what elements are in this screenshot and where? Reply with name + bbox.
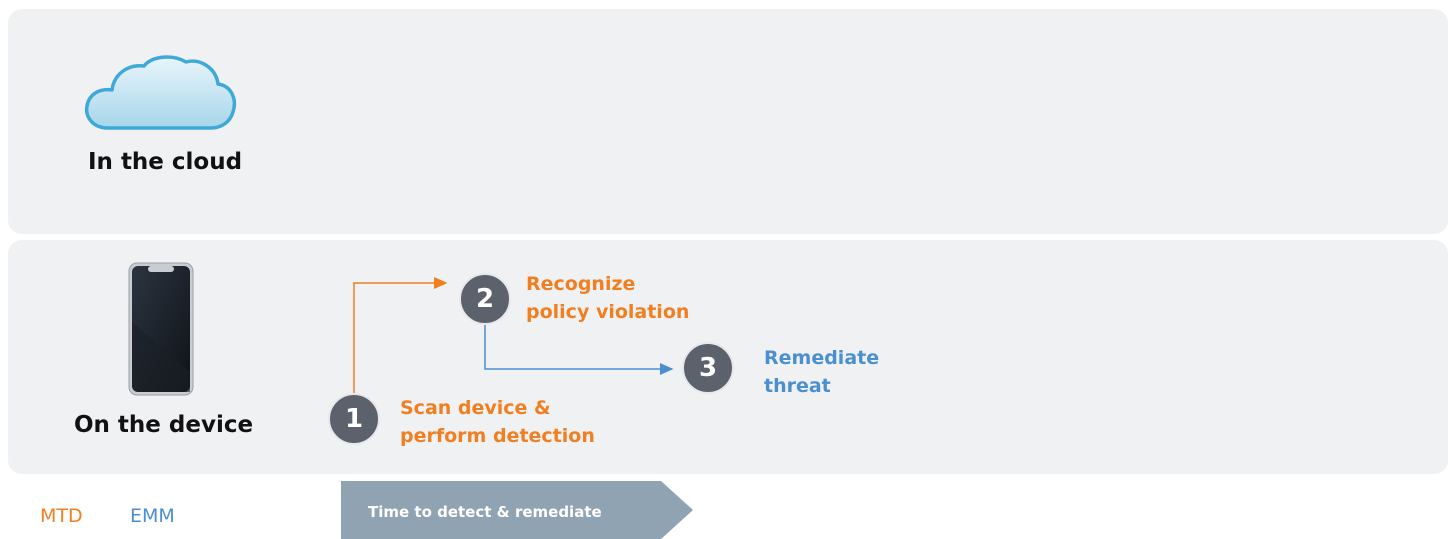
- step-2-text: Recognize policy violation: [526, 270, 689, 326]
- step-2-badge: 2: [459, 273, 511, 325]
- legend-mtd: MTD: [40, 505, 83, 527]
- step-2-line1: Recognize: [526, 273, 636, 295]
- step-3-badge: 3: [682, 342, 734, 394]
- cloud-icon: [84, 55, 237, 130]
- step-3-line1: Remediate: [764, 347, 880, 369]
- timeline-label: Time to detect & remediate: [368, 503, 602, 521]
- timeline-arrow: [341, 481, 693, 539]
- step-1-text: Scan device & perform detection: [400, 394, 595, 450]
- connector-step2-to-step3: [484, 325, 674, 375]
- step-2-line2: policy violation: [526, 301, 690, 323]
- step-1-line2: perform detection: [400, 425, 595, 447]
- step-3-text: Remediate threat: [764, 344, 879, 400]
- cloud-panel: [8, 9, 1448, 234]
- connector-step1-to-step2: [353, 277, 448, 393]
- smartphone-icon: [128, 262, 194, 396]
- step-1-line1: Scan device &: [400, 397, 551, 419]
- cloud-region-label: In the cloud: [88, 149, 243, 175]
- step-1-badge: 1: [328, 393, 380, 445]
- step-3-line2: threat: [764, 375, 831, 397]
- device-region-label: On the device: [74, 412, 254, 438]
- legend-emm: EMM: [130, 505, 175, 527]
